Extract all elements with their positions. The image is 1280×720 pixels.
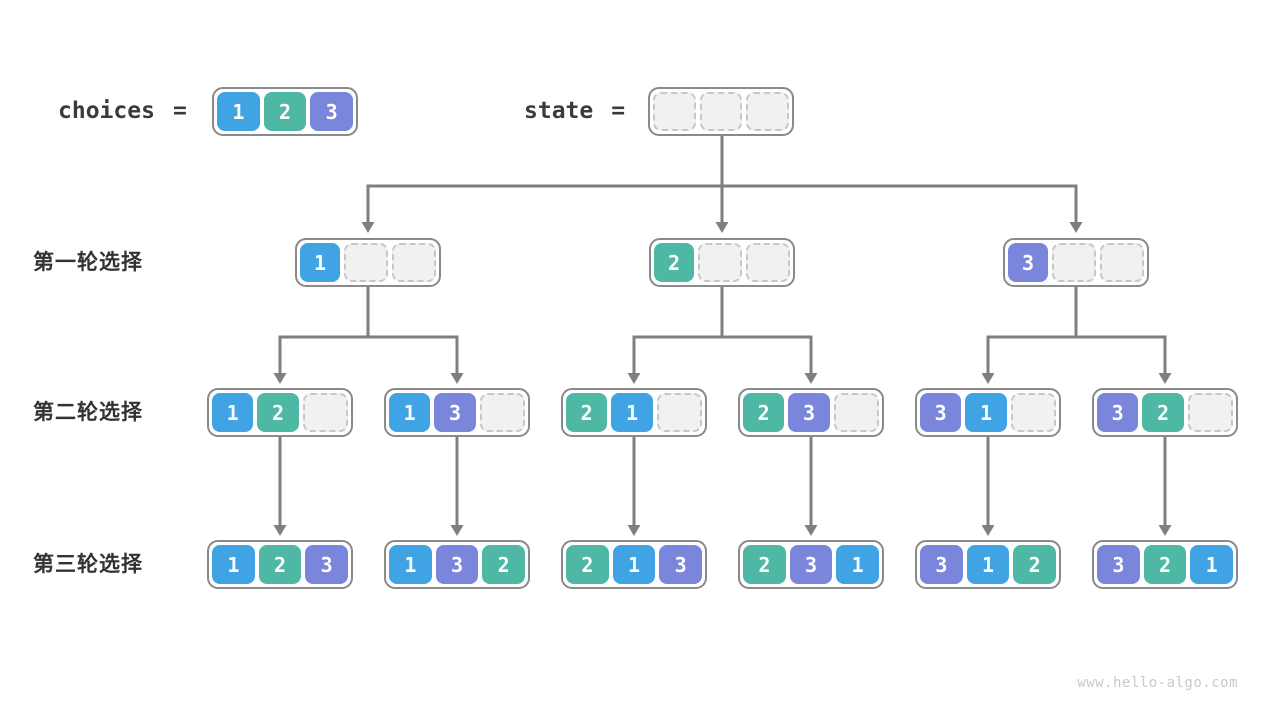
permutation-node-1: 1 [295, 238, 441, 287]
cell-value-3: 3 [435, 545, 479, 584]
cell-value-3: 3 [659, 545, 703, 584]
cell-value-2: 2 [258, 545, 302, 584]
cell-value-3: 3 [920, 545, 963, 584]
arrowhead-icon [1158, 525, 1172, 536]
row-label-round-3: 第三轮选择 [33, 553, 143, 576]
cell-value-2: 2 [1142, 393, 1184, 432]
cell-empty [1187, 393, 1233, 432]
cell-value-3: 3 [788, 393, 830, 432]
cell-empty [656, 393, 702, 432]
cell-value-2: 2 [257, 393, 299, 432]
cell-value-3: 3 [789, 545, 833, 584]
cell-empty [698, 243, 742, 282]
permutation-node-2: 2 [649, 238, 795, 287]
permutation-node-3: 3 [1003, 238, 1149, 287]
cell-value-1: 1 [966, 545, 1010, 584]
cell-empty [699, 92, 743, 131]
arrowhead-icon [273, 525, 287, 536]
cell-value-2: 2 [1143, 545, 1187, 584]
arrowhead-icon [981, 525, 995, 536]
choices-label-text: choices [58, 98, 155, 124]
cell-value-3: 3 [310, 92, 354, 131]
arrowhead-icon [715, 222, 729, 233]
cell-empty [833, 393, 879, 432]
arrowhead-icon [273, 373, 287, 384]
cell-value-1: 1 [612, 545, 656, 584]
cell-value-1: 1 [965, 393, 1007, 432]
cell-value-2: 2 [743, 393, 785, 432]
state-label: state = [524, 96, 625, 126]
cell-empty [392, 243, 436, 282]
cell-value-2: 2 [566, 545, 609, 584]
state-label-text: state [524, 98, 594, 124]
cell-value-1: 1 [212, 393, 254, 432]
cell-value-1: 1 [836, 545, 880, 584]
cell-empty [653, 92, 696, 131]
cell-empty [746, 92, 790, 131]
arrowhead-icon [804, 373, 818, 384]
cell-value-1: 1 [1190, 545, 1234, 584]
cell-value-3: 3 [1097, 393, 1139, 432]
cell-empty [746, 243, 790, 282]
arrowhead-icon [627, 525, 641, 536]
cell-value-1: 1 [611, 393, 653, 432]
cell-value-2: 2 [263, 92, 307, 131]
cell-empty [302, 393, 348, 432]
cell-value-2: 2 [654, 243, 694, 282]
equals-icon: = [611, 98, 626, 124]
cell-empty [344, 243, 388, 282]
watermark: www.hello-algo.com [1077, 675, 1238, 691]
cell-value-2: 2 [743, 545, 786, 584]
cell-value-1: 1 [217, 92, 260, 131]
cell-value-2: 2 [1013, 545, 1057, 584]
arrowhead-icon [804, 525, 818, 536]
arrowhead-icon [1158, 373, 1172, 384]
row-label-round-1: 第一轮选择 [33, 251, 143, 274]
cell-value-2: 2 [482, 545, 526, 584]
arrowhead-icon [1069, 222, 1083, 233]
cell-empty [1010, 393, 1056, 432]
cell-value-3: 3 [1097, 545, 1140, 584]
arrowhead-icon [361, 222, 375, 233]
choices-label: choices = [58, 96, 187, 126]
cell-empty [479, 393, 525, 432]
cell-value-3: 3 [1008, 243, 1048, 282]
cell-value-2: 2 [566, 393, 608, 432]
cell-value-3: 3 [434, 393, 476, 432]
cell-value-1: 1 [212, 545, 255, 584]
cell-value-3: 3 [305, 545, 349, 584]
arrowhead-icon [981, 373, 995, 384]
cell-value-1: 1 [389, 545, 432, 584]
arrowhead-icon [450, 373, 464, 384]
cell-empty [1100, 243, 1144, 282]
cell-value-3: 3 [920, 393, 962, 432]
arrowhead-icon [627, 373, 641, 384]
arrowhead-icon [450, 525, 464, 536]
equals-icon: = [172, 98, 187, 124]
cell-value-1: 1 [300, 243, 340, 282]
state-array [648, 87, 794, 136]
cell-value-1: 1 [389, 393, 431, 432]
row-label-round-2: 第二轮选择 [33, 401, 143, 424]
cell-empty [1052, 243, 1096, 282]
